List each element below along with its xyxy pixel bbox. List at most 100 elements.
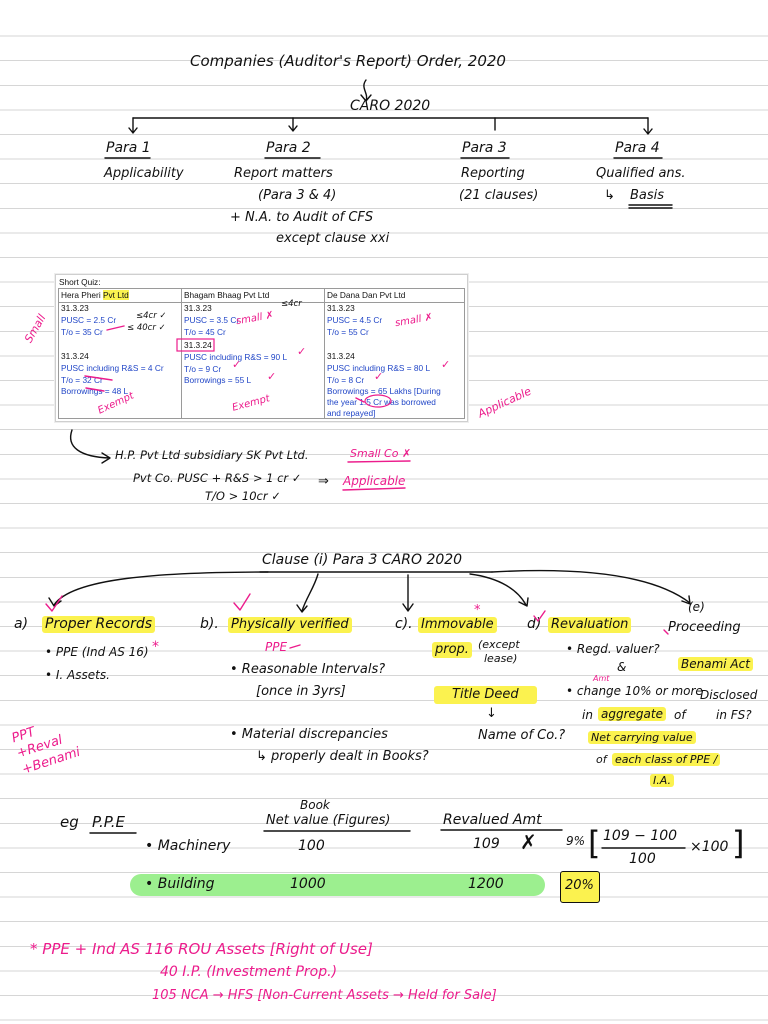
clause-c-title: Immovable xyxy=(418,617,497,633)
clause-e-marker: (e) xyxy=(688,600,705,614)
clause-e-title: Proceeding xyxy=(668,620,741,635)
footnote-line: * PPE + Ind AS 116 ROU Assets [Right of … xyxy=(30,940,373,958)
quiz-cell: T/o = 8 Cr xyxy=(327,375,365,385)
para-2-report-matters: Report matters xyxy=(234,166,333,181)
formula-numerator: 109 − 100 xyxy=(603,828,678,844)
row-building-change: 20% xyxy=(565,878,594,893)
clause-d-class: each class of PPE / xyxy=(612,753,721,767)
clause-b-title: Physically verified xyxy=(228,617,352,633)
quiz-mark: ≤4cr xyxy=(281,299,302,309)
quiz-cell: T/o = 32 Cr xyxy=(61,375,103,385)
row-building-name: • Building xyxy=(145,876,215,892)
check-icon: ✓ xyxy=(297,345,307,358)
quiz-cell: T/o = 35 Cr xyxy=(61,327,103,337)
quiz-col1-header: Hera Pheri Pvt Ltd xyxy=(61,290,129,300)
clause-d-net-carrying-value: Net carrying value xyxy=(588,731,696,745)
quiz-cell: Borrowings = 65 Lakhs [During xyxy=(327,386,441,396)
para-4-label: Para 4 xyxy=(615,140,660,156)
para-1-applicability: Applicability xyxy=(104,166,184,181)
quiz-mark: ≤ 40cr ✓ xyxy=(127,323,166,333)
quiz-cell: and repayed] xyxy=(327,408,376,418)
quiz-header-row xyxy=(59,289,464,303)
clause-b-ppe-arrow xyxy=(289,644,301,649)
row-machinery-change: 9% xyxy=(566,834,586,848)
clause-c-arrow xyxy=(402,574,414,612)
clause-d-marker: d) xyxy=(527,616,542,632)
quiz-cell: T/o = 9 Cr xyxy=(184,364,222,374)
quiz-cell: PUSC = 4.5 Cr xyxy=(327,315,383,325)
quiz-cell: 31.3.24 xyxy=(61,351,89,361)
quiz-cell: 31.3.23 xyxy=(327,303,355,313)
formula-multiplier: ×100 xyxy=(690,839,729,855)
clause-b-marker: b). xyxy=(200,616,219,632)
conclusion-line-1: H.P. Pvt Ltd subsidiary SK Pvt Ltd. xyxy=(115,448,309,462)
quiz-mark: ≤4cr ✓ xyxy=(136,311,167,321)
quiz-cell: 31.3.23 xyxy=(184,303,212,313)
clause-d-valuer: • Regd. valuer? xyxy=(566,642,660,656)
example-net-value: Net value (Figures) xyxy=(266,813,391,828)
quiz-mark-small: Small xyxy=(21,312,49,346)
para-4-qualified: Qualified ans. xyxy=(596,166,686,181)
clause-d-change: • change 10% or more xyxy=(566,684,703,698)
company-name-highlight: Pvt Ltd xyxy=(102,290,129,300)
check-icon: ✓ xyxy=(374,370,384,383)
clause-d-arrow xyxy=(469,573,529,607)
para-2-except-clause: except clause xxi xyxy=(276,231,390,246)
clause-d-amt: Amt xyxy=(593,674,610,683)
quiz-cell: the year 1.5 Cr was borrowed xyxy=(327,397,436,407)
clause-b-item: • Material discrepancies xyxy=(230,727,388,742)
para-1-label: Para 1 xyxy=(106,140,151,156)
clause-d-title: Revaluation xyxy=(548,617,632,633)
page-title: Companies (Auditor's Report) Order, 2020 xyxy=(190,52,506,70)
building-row-highlight xyxy=(130,874,545,896)
conclusion-line-2: Pvt Co. PUSC + R&S > 1 cr ✓ xyxy=(133,471,302,485)
quiz-heading: Short Quiz: xyxy=(59,277,101,287)
row-machinery-name: • Machinery xyxy=(145,838,231,854)
para-4-basis: Basis xyxy=(630,188,665,203)
quiz-column-divider xyxy=(324,289,325,418)
formula-denominator: 100 xyxy=(629,851,656,867)
clause-d-aggregate: aggregate xyxy=(598,707,666,722)
clause-b-arrow xyxy=(296,573,319,613)
quiz-cell: T/o = 45 Cr xyxy=(184,327,226,337)
row-building-reval: 1200 xyxy=(468,876,504,892)
quiz-cell: 31.3.23 xyxy=(61,303,89,313)
clause-b-item: ↳ properly dealt in Books? xyxy=(256,749,429,764)
down-arrow-icon: ↓ xyxy=(486,706,497,721)
quiz-col2-header: Bhagam Bhaag Pvt Ltd xyxy=(184,290,270,300)
footnote-line: 40 I.P. (Investment Prop.) xyxy=(160,964,338,980)
clause-c-lease: lease) xyxy=(484,652,518,665)
quiz-cell: PUSC including R&S = 80 L xyxy=(327,363,431,373)
clause-d-in: in xyxy=(582,708,593,722)
check-icon: ✓ xyxy=(232,358,242,371)
conclusion-applicable: Applicable xyxy=(343,474,406,488)
formula-open-bracket: [ xyxy=(588,824,601,862)
star-icon: * xyxy=(152,639,159,655)
para-4-arrow xyxy=(643,117,653,135)
clause-b-note: PPE xyxy=(265,640,288,654)
clause-a-item: • PPE (Ind AS 16) xyxy=(45,645,149,659)
small-co-underline xyxy=(347,460,411,463)
para-2-na-cfs: + N.A. to Audit of CFS xyxy=(230,210,374,225)
para-2-arrow xyxy=(288,117,298,132)
quiz-cell: PUSC including R&S = 4 Cr xyxy=(61,363,164,373)
check-icon: ✓ xyxy=(267,370,277,383)
cross-icon: ✗ xyxy=(520,830,537,854)
clause-b-item: [once in 3yrs] xyxy=(256,684,346,699)
basis-underline xyxy=(628,204,673,209)
quiz-mark-applicable: Applicable xyxy=(475,384,534,421)
quiz-col3-header: De Dana Dan Pvt Ltd xyxy=(327,290,406,300)
clause-a-check xyxy=(45,595,63,612)
clause-d-and: & xyxy=(617,660,627,674)
para-3-21-clauses: (21 clauses) xyxy=(459,188,539,203)
row-building-book: 1000 xyxy=(290,876,326,892)
example-heading: P.P.E xyxy=(92,813,125,831)
clause-a-arrow xyxy=(48,571,269,607)
para-1-arrow xyxy=(128,117,138,134)
para-2-para-3-4: (Para 3 & 4) xyxy=(258,188,337,203)
clause-d-of: of xyxy=(674,708,686,722)
footnote-line: 105 NCA → HFS [Non-Current Assets → Held… xyxy=(152,988,497,1003)
row-machinery-book: 100 xyxy=(298,838,325,854)
quiz-cell: 31.3.24 xyxy=(327,351,355,361)
clause-c-except: (except xyxy=(478,638,520,651)
